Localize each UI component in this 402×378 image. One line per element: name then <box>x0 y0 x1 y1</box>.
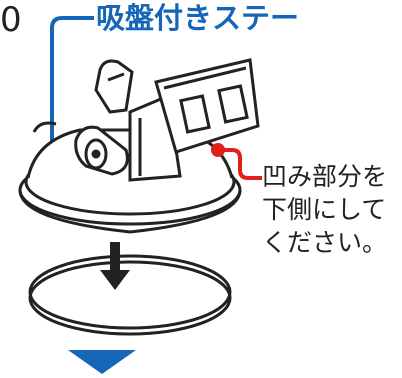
step-number: 0 <box>0 0 22 40</box>
notch-leader <box>218 148 262 180</box>
notch-note-line-2: 下側にして <box>262 195 387 224</box>
notch-note-line-1: 凹み部分を <box>262 162 388 191</box>
notch-note: 凹み部分を 下側にして ください。 <box>262 160 400 259</box>
bracket-plate <box>154 58 260 154</box>
base-sticker-disc <box>28 254 232 336</box>
suction-mount-label: 吸盤付きステー <box>96 1 300 35</box>
down-arrow-icon <box>100 242 130 290</box>
notch-note-line-3: ください。 <box>262 228 388 257</box>
suction-mount-leader <box>50 16 94 148</box>
thumb-screw-knob <box>74 125 129 176</box>
tilt-arm <box>94 59 134 114</box>
next-step-triangle-icon <box>68 350 136 374</box>
